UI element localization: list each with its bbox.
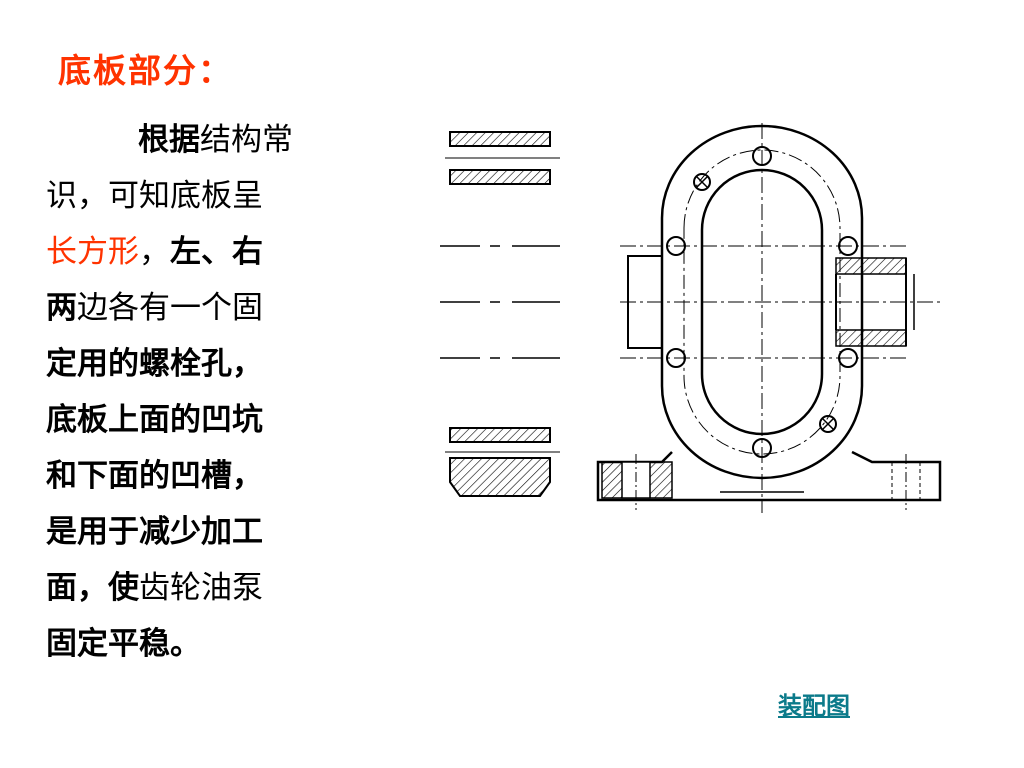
- paragraph-segment: 面，: [46, 570, 108, 606]
- paragraph-segment: 底板上面的凹坑: [46, 402, 263, 438]
- paragraph-segment: 是用于减少加工: [46, 514, 263, 550]
- paragraph-segment: 边各有一个固: [77, 290, 263, 326]
- paragraph-segment: ，: [139, 234, 170, 270]
- paragraph-segment: 和下面的凹槽，: [46, 458, 263, 494]
- paragraph-line: 定用的螺栓孔，: [46, 336, 376, 392]
- paragraph-line: 面，使齿轮油泵: [46, 560, 376, 616]
- pump-body-drawing: [440, 123, 942, 513]
- paragraph-segment: 定用的螺栓孔，: [46, 346, 263, 382]
- paragraph-line: 两边各有一个固: [46, 280, 376, 336]
- front-view: [596, 123, 942, 513]
- paragraph-line: 识，可知底板呈: [46, 168, 376, 224]
- slide-title: 底板部分：: [58, 51, 233, 90]
- assembly-drawing-link[interactable]: 装配图: [778, 692, 850, 720]
- paragraph-segment: 固定平稳。: [46, 626, 201, 662]
- paragraph-line: 底板上面的凹坑: [46, 392, 376, 448]
- section-view: [440, 131, 560, 497]
- paragraph-segment: 长方形: [46, 234, 139, 270]
- body-paragraph: 根据结构常识，可知底板呈长方形，左、右两边各有一个固定用的螺栓孔，底板上面的凹坑…: [46, 112, 376, 672]
- paragraph-segment: 使: [108, 570, 139, 606]
- paragraph-segment: 两: [46, 290, 77, 326]
- paragraph-line: 固定平稳。: [46, 616, 376, 672]
- paragraph-line: 和下面的凹槽，: [46, 448, 376, 504]
- paragraph-segment: 左、右: [170, 234, 263, 270]
- paragraph-segment: 齿轮油泵: [139, 570, 263, 606]
- paragraph-line: 长方形，左、右: [46, 224, 376, 280]
- paragraph-segment: 结构常: [200, 122, 293, 158]
- paragraph-line: 根据结构常: [46, 112, 376, 168]
- paragraph-line: 是用于减少加工: [46, 504, 376, 560]
- paragraph-segment: 识，可知底板呈: [46, 178, 263, 214]
- paragraph-segment: 根据: [138, 122, 200, 158]
